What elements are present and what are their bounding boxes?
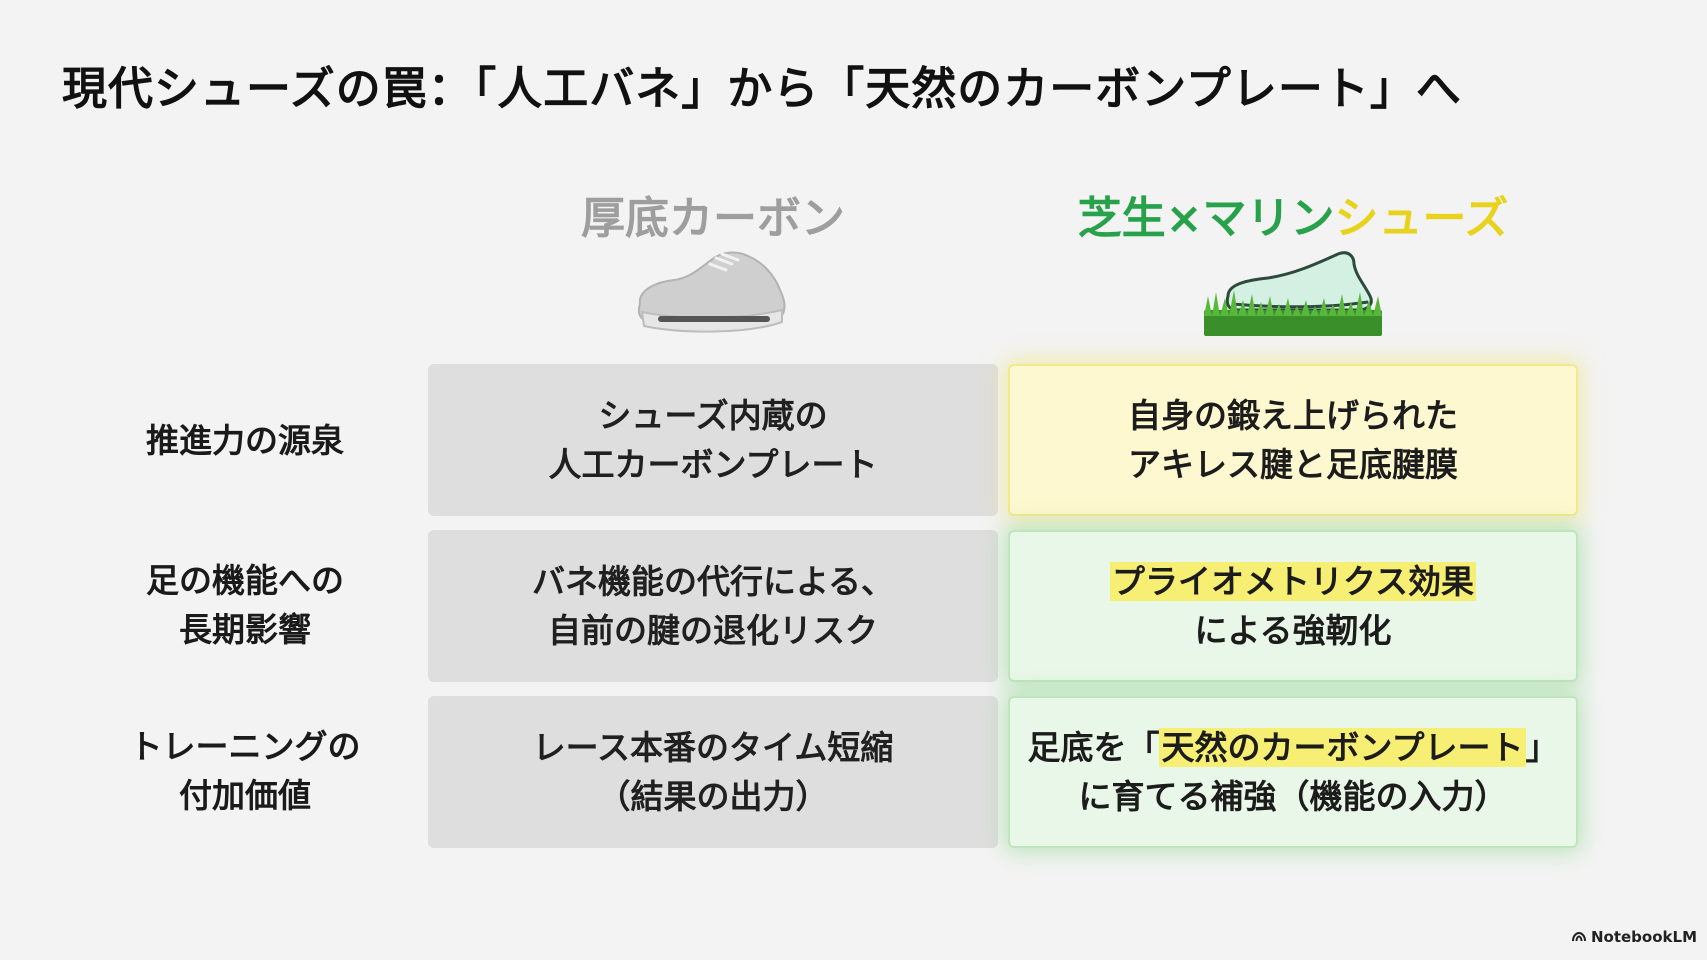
row-label-line: 足の機能への xyxy=(146,561,344,600)
notebooklm-logo-icon xyxy=(1571,932,1586,942)
brand-watermark: NotebookLM xyxy=(1571,928,1697,946)
column-heading-part-yellow: シューズ xyxy=(1334,193,1509,244)
row-label-line: 長期影響 xyxy=(179,610,311,649)
cell-left-row2: バネ機能の代行による、 自前の腱の退化リスク xyxy=(428,530,998,682)
carbon-shoe-icon xyxy=(637,251,786,333)
brand-name: NotebookLM xyxy=(1590,928,1697,946)
cell-left-row1: シューズ内蔵の 人工カーボンプレート xyxy=(428,364,998,516)
cell-line: 自前の腱の退化リスク xyxy=(548,611,878,650)
cell-line: レース本番のタイム短縮 xyxy=(532,728,894,767)
cell-right-row3: 足底を「天然のカーボンプレート」 に育てる補強（機能の入力） xyxy=(1008,696,1578,848)
cell-line: （結果の出力） xyxy=(597,777,829,816)
row-label-line: 推進力の源泉 xyxy=(146,421,344,460)
row-label-line: 付加価値 xyxy=(179,776,311,815)
cell-line: アキレス腱と足底腱膜 xyxy=(1128,445,1458,484)
cell-line: シューズ内蔵の xyxy=(598,396,828,435)
column-heading-part-green: 芝生×マリン xyxy=(1077,193,1335,244)
cell-line: による強靭化 xyxy=(1194,611,1392,650)
page-title: 現代シューズの罠：「人工バネ」から「天然のカーボンプレート」へ xyxy=(62,62,1462,115)
cell-text: 」 xyxy=(1525,728,1559,767)
column-heading-grass-marine: 芝生×マリンシューズ xyxy=(1008,182,1578,246)
cell-line: に育てる補強（機能の入力） xyxy=(1078,777,1508,816)
cell-right-row2: プライオメトリクス効果 による強靭化 xyxy=(1008,530,1578,682)
row-label-training-value: トレーニングの 付加価値 xyxy=(100,722,390,820)
cell-line: バネ機能の代行による、 xyxy=(531,562,894,601)
cell-line: プライオメトリクス効果 xyxy=(1109,557,1476,606)
row-label-long-term-effect: 足の機能への 長期影響 xyxy=(100,556,390,654)
cell-left-row3: レース本番のタイム短縮 （結果の出力） xyxy=(428,696,998,848)
cell-line: 人工カーボンプレート xyxy=(548,445,878,484)
cell-line: 自身の鍛え上げられた xyxy=(1128,396,1458,435)
row-label-propulsion-source: 推進力の源泉 xyxy=(100,416,390,465)
cell-line: 足底を「天然のカーボンプレート」 xyxy=(1027,723,1559,772)
cell-text: 足底を「 xyxy=(1027,728,1160,767)
column-heading-thick-carbon: 厚底カーボン xyxy=(581,193,845,244)
highlight-text: プライオメトリクス効果 xyxy=(1109,562,1476,601)
cell-right-row1: 自身の鍛え上げられた アキレス腱と足底腱膜 xyxy=(1008,364,1578,516)
highlight-text: 天然のカーボンプレート xyxy=(1159,728,1526,767)
marine-shoe-on-grass-icon xyxy=(1204,251,1382,336)
row-label-line: トレーニングの xyxy=(129,727,361,766)
